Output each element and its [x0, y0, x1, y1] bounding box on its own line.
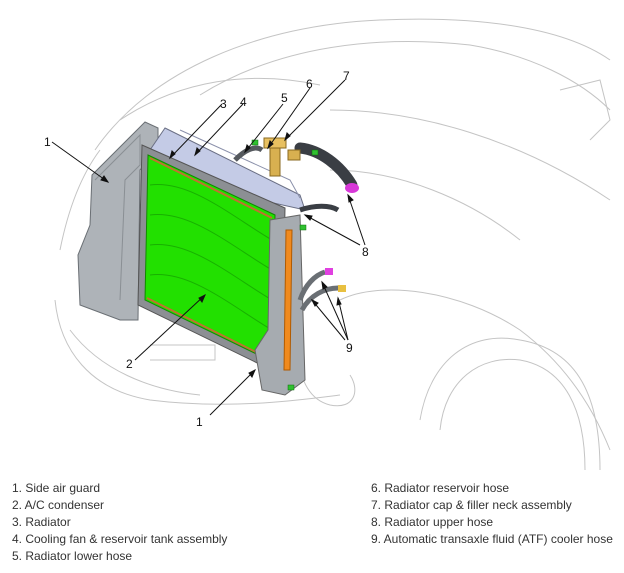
- reservoir-tank: [149, 127, 306, 211]
- side-air-guard-left: [77, 121, 159, 321]
- callout-9: 9: [346, 341, 353, 355]
- ac-condenser-core: [144, 154, 276, 363]
- reservoir-hose: [233, 145, 264, 162]
- legend-item-8: 8. Radiator upper hose: [371, 515, 494, 529]
- leader-lines: [51, 79, 366, 416]
- atf-cooler-hoses: [297, 268, 346, 312]
- radiator-upper-hose: [294, 142, 359, 213]
- callout-5: 5: [281, 91, 288, 105]
- legend-item-4: 4. Cooling fan & reservoir tank assembly: [12, 532, 228, 546]
- legend-item-1: 1. Side air guard: [12, 481, 101, 495]
- callout-1-bottom: 1: [196, 415, 203, 429]
- cooling-system-diagram: 1 1 2 3 4 5 6 7 8 9: [44, 18, 611, 470]
- legend-column-right: 6. Radiator reservoir hose 7. Radiator c…: [371, 480, 613, 548]
- legend-item-2: 2. A/C condenser: [12, 498, 105, 512]
- callout-3: 3: [220, 97, 227, 111]
- callout-8: 8: [362, 245, 369, 259]
- side-air-guard-right: [254, 214, 306, 396]
- legend-item-5: 5. Radiator lower hose: [12, 549, 133, 563]
- callout-2: 2: [126, 357, 133, 371]
- callout-1-top: 1: [44, 135, 51, 149]
- legend-column-left: 1. Side air guard 2. A/C condenser 3. Ra…: [12, 480, 227, 565]
- legend-item-6: 6. Radiator reservoir hose: [371, 481, 510, 495]
- legend-item-3: 3. Radiator: [12, 515, 71, 529]
- legend-item-7: 7. Radiator cap & filler neck assembly: [371, 498, 572, 512]
- callout-7: 7: [343, 69, 350, 83]
- orange-pipe: [283, 229, 293, 371]
- callout-4: 4: [240, 95, 247, 109]
- vehicle-body-outline: [54, 18, 611, 470]
- callout-6: 6: [306, 77, 313, 91]
- legend-item-9: 9. Automatic transaxle fluid (ATF) coole…: [371, 532, 613, 546]
- parts-legend: 1. Side air guard 2. A/C condenser 3. Ra…: [0, 480, 624, 573]
